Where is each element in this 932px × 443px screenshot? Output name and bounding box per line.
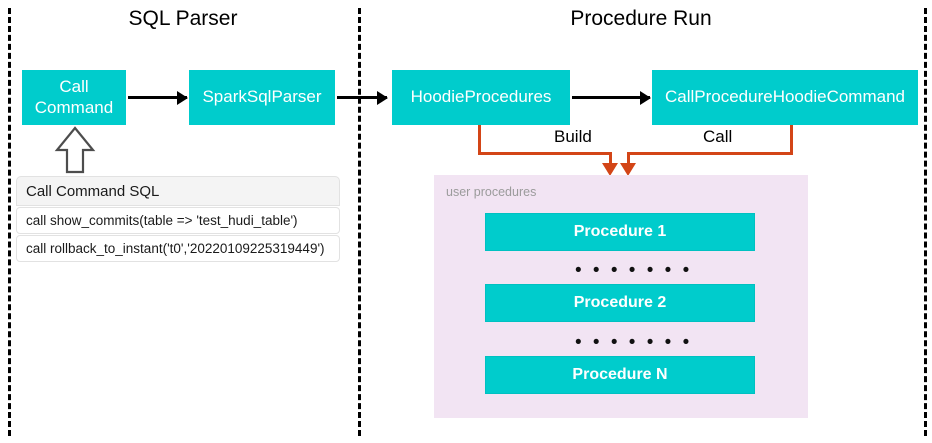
edge-label-call: Call	[697, 128, 739, 145]
dashed-separator-left	[8, 8, 11, 436]
node-sparksqlparser[interactable]: SparkSqlParser	[189, 70, 335, 125]
node-callprocedurehoodiecommand[interactable]: CallProcedureHoodieCommand	[652, 70, 918, 125]
procedures-ellipsis-separator: • • • • • • •	[575, 332, 693, 353]
node-hoodieprocedures[interactable]: HoodieProcedures	[392, 70, 570, 125]
user-procedures-caption: user procedures	[446, 185, 537, 199]
arrow-sparksqlparser-to-hoodieprocedures	[337, 96, 387, 99]
sql-table-row[interactable]: call rollback_to_instant('t0','202201092…	[16, 235, 340, 262]
build-connector-vertical-left	[478, 125, 481, 155]
user-procedure-item[interactable]: Procedure 2	[485, 284, 755, 322]
call-arrowhead-icon	[620, 163, 636, 176]
build-connector-vertical-down	[609, 152, 612, 164]
sql-table-row[interactable]: call show_commits(table => 'test_hudi_ta…	[16, 207, 340, 234]
dashed-separator-right	[924, 8, 927, 436]
call-connector-vertical-down	[627, 152, 630, 164]
dashed-separator-middle	[358, 8, 361, 436]
edge-label-build: Build	[548, 128, 598, 145]
call-connector-vertical-right	[790, 125, 793, 155]
arrow-call-command-to-sparksqlparser	[128, 96, 187, 99]
call-connector-horizontal	[627, 152, 793, 155]
user-procedure-item[interactable]: Procedure N	[485, 356, 755, 394]
user-procedure-item[interactable]: Procedure 1	[485, 213, 755, 251]
build-connector-horizontal	[478, 152, 612, 155]
hollow-up-arrow-icon	[54, 126, 96, 174]
procedures-ellipsis-separator: • • • • • • •	[575, 260, 693, 281]
sql-examples-table: Call Command SQL call show_commits(table…	[16, 176, 340, 262]
section-title-procedure-run: Procedure Run	[570, 7, 712, 30]
build-arrowhead-icon	[602, 163, 618, 176]
sql-table-header: Call Command SQL	[16, 176, 340, 206]
node-call-command[interactable]: Call Command	[22, 70, 126, 125]
section-title-sql-parser: SQL Parser	[128, 7, 238, 30]
arrow-hoodieprocedures-to-callprocedurehoodiecommand	[572, 96, 650, 99]
